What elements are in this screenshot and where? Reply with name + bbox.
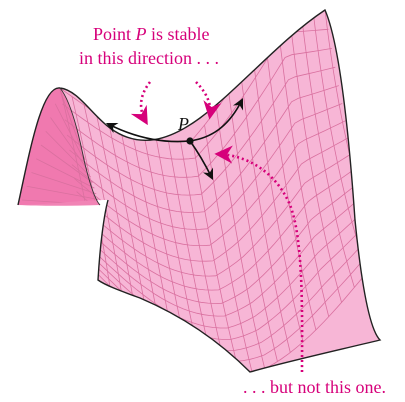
- top-annotation-line2: in this direction . . .: [79, 48, 219, 68]
- dotted-arrow-left: [141, 82, 150, 122]
- bottom-annotation: . . . but not this one.: [243, 377, 386, 397]
- top-annotation-line1: Point P is stable: [93, 24, 210, 44]
- point-p-label: P: [177, 114, 189, 134]
- point-p: [186, 137, 193, 144]
